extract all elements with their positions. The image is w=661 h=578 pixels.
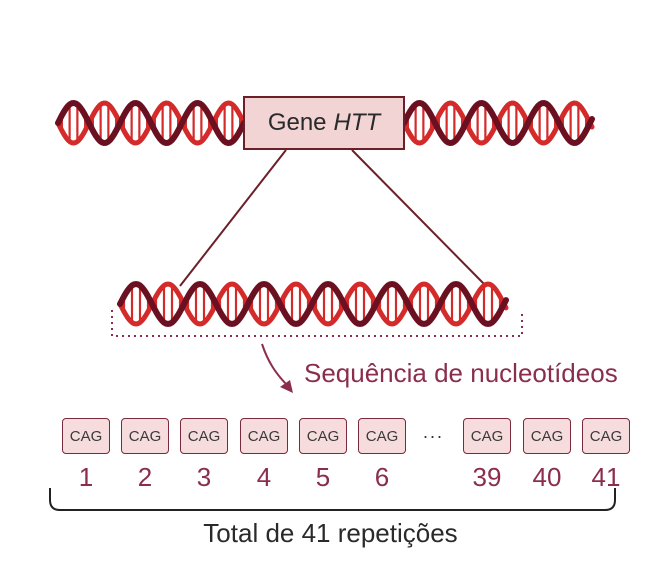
codon-box: CAG: [299, 418, 347, 454]
codon-box: CAG: [180, 418, 228, 454]
codon-number: 6: [374, 462, 390, 492]
codon-number: 40: [532, 462, 562, 492]
total-repeats-label: Total de 41 repetições: [203, 518, 458, 548]
dna-strand-dark: [55, 99, 247, 147]
dna-helix-top-left: [55, 99, 247, 147]
ellipsis: ···: [422, 425, 444, 446]
sequence-label: Sequência de nucleotídeos: [304, 358, 618, 388]
dna-helix-zoomed: [117, 280, 509, 328]
codon-number: 5: [315, 462, 331, 492]
total-brace: [49, 488, 616, 511]
dna-strand-dark: [117, 280, 509, 328]
zoom-line-right: [351, 149, 487, 287]
codon-box: CAG: [582, 418, 630, 454]
codon-box: CAG: [358, 418, 406, 454]
dna-helix-top-right: [401, 99, 595, 147]
curved-arrow: [261, 343, 289, 387]
codon-number: 2: [137, 462, 153, 492]
codon-box: CAG: [523, 418, 571, 454]
arrow-head: [280, 380, 293, 393]
gene-name: HTT: [333, 109, 381, 136]
codon-box: CAG: [121, 418, 169, 454]
codon-number: 41: [591, 462, 621, 492]
codon-box: CAG: [240, 418, 288, 454]
dna-strand-dark: [401, 99, 595, 147]
codon-box: CAG: [62, 418, 110, 454]
gene-prefix: Gene: [267, 109, 327, 136]
codon-number: 4: [256, 462, 272, 492]
gene-htt-box: Gene HTT: [243, 96, 405, 150]
codon-box: CAG: [463, 418, 511, 454]
dotted-bracket: [111, 310, 523, 337]
codon-number: 39: [472, 462, 502, 492]
zoom-line-left: [179, 149, 287, 287]
codon-number: 1: [78, 462, 94, 492]
codon-number: 3: [196, 462, 212, 492]
